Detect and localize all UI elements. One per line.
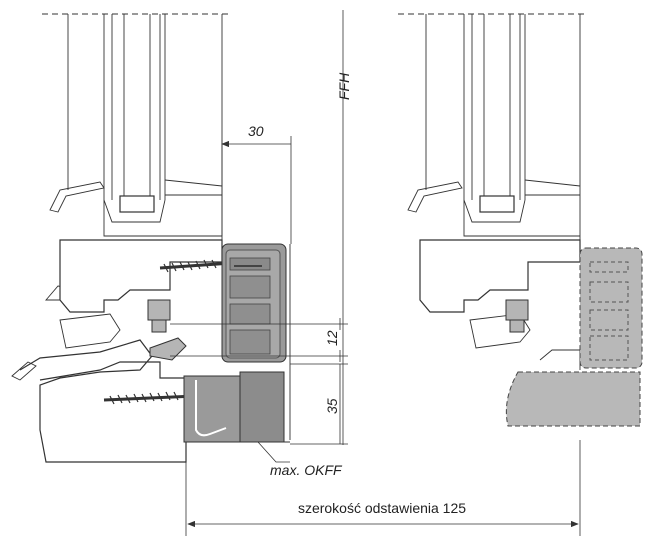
frame-clip-right [539, 349, 581, 370]
screw-lower [103, 391, 197, 405]
screw-upper [159, 259, 233, 273]
frame-clip [149, 337, 187, 361]
okff-leader [257, 441, 290, 463]
width-label: szerokość odstawienia 125 [298, 500, 466, 516]
dimension-12: 12 [170, 318, 348, 362]
mounting-profile [221, 243, 287, 363]
ghost-support-block [505, 371, 641, 427]
dimension-30: 30 [221, 123, 292, 244]
window-frame-left [67, 14, 223, 240]
right-detail [398, 13, 643, 427]
anchor-block-right [505, 299, 529, 321]
ffh-label: FFH [336, 72, 352, 100]
lower-frame [59, 239, 223, 313]
sash-gasket-right [407, 181, 463, 213]
anchor-block-right-lower [509, 319, 525, 333]
left-detail [11, 13, 291, 463]
sill-nose [11, 361, 37, 381]
sash-gasket [49, 181, 105, 213]
sill-chamber [59, 313, 121, 349]
width-dimension: szerokość odstawienia 125 [185, 440, 581, 536]
support-block [183, 371, 285, 443]
dim-30-label: 30 [248, 123, 264, 139]
lower-frame-right [419, 239, 581, 313]
anchor-block-lower [151, 319, 167, 333]
sill-profile [19, 339, 187, 463]
anchor-block-upper [147, 299, 171, 321]
ghost-mounting-profile [579, 247, 643, 369]
dim-12-label: 12 [324, 330, 340, 346]
dimension-35: 35 [290, 363, 348, 445]
dim-35-label: 35 [324, 398, 340, 414]
max-okff-label: max. OKFF [270, 462, 343, 478]
window-frame-right [425, 14, 581, 240]
